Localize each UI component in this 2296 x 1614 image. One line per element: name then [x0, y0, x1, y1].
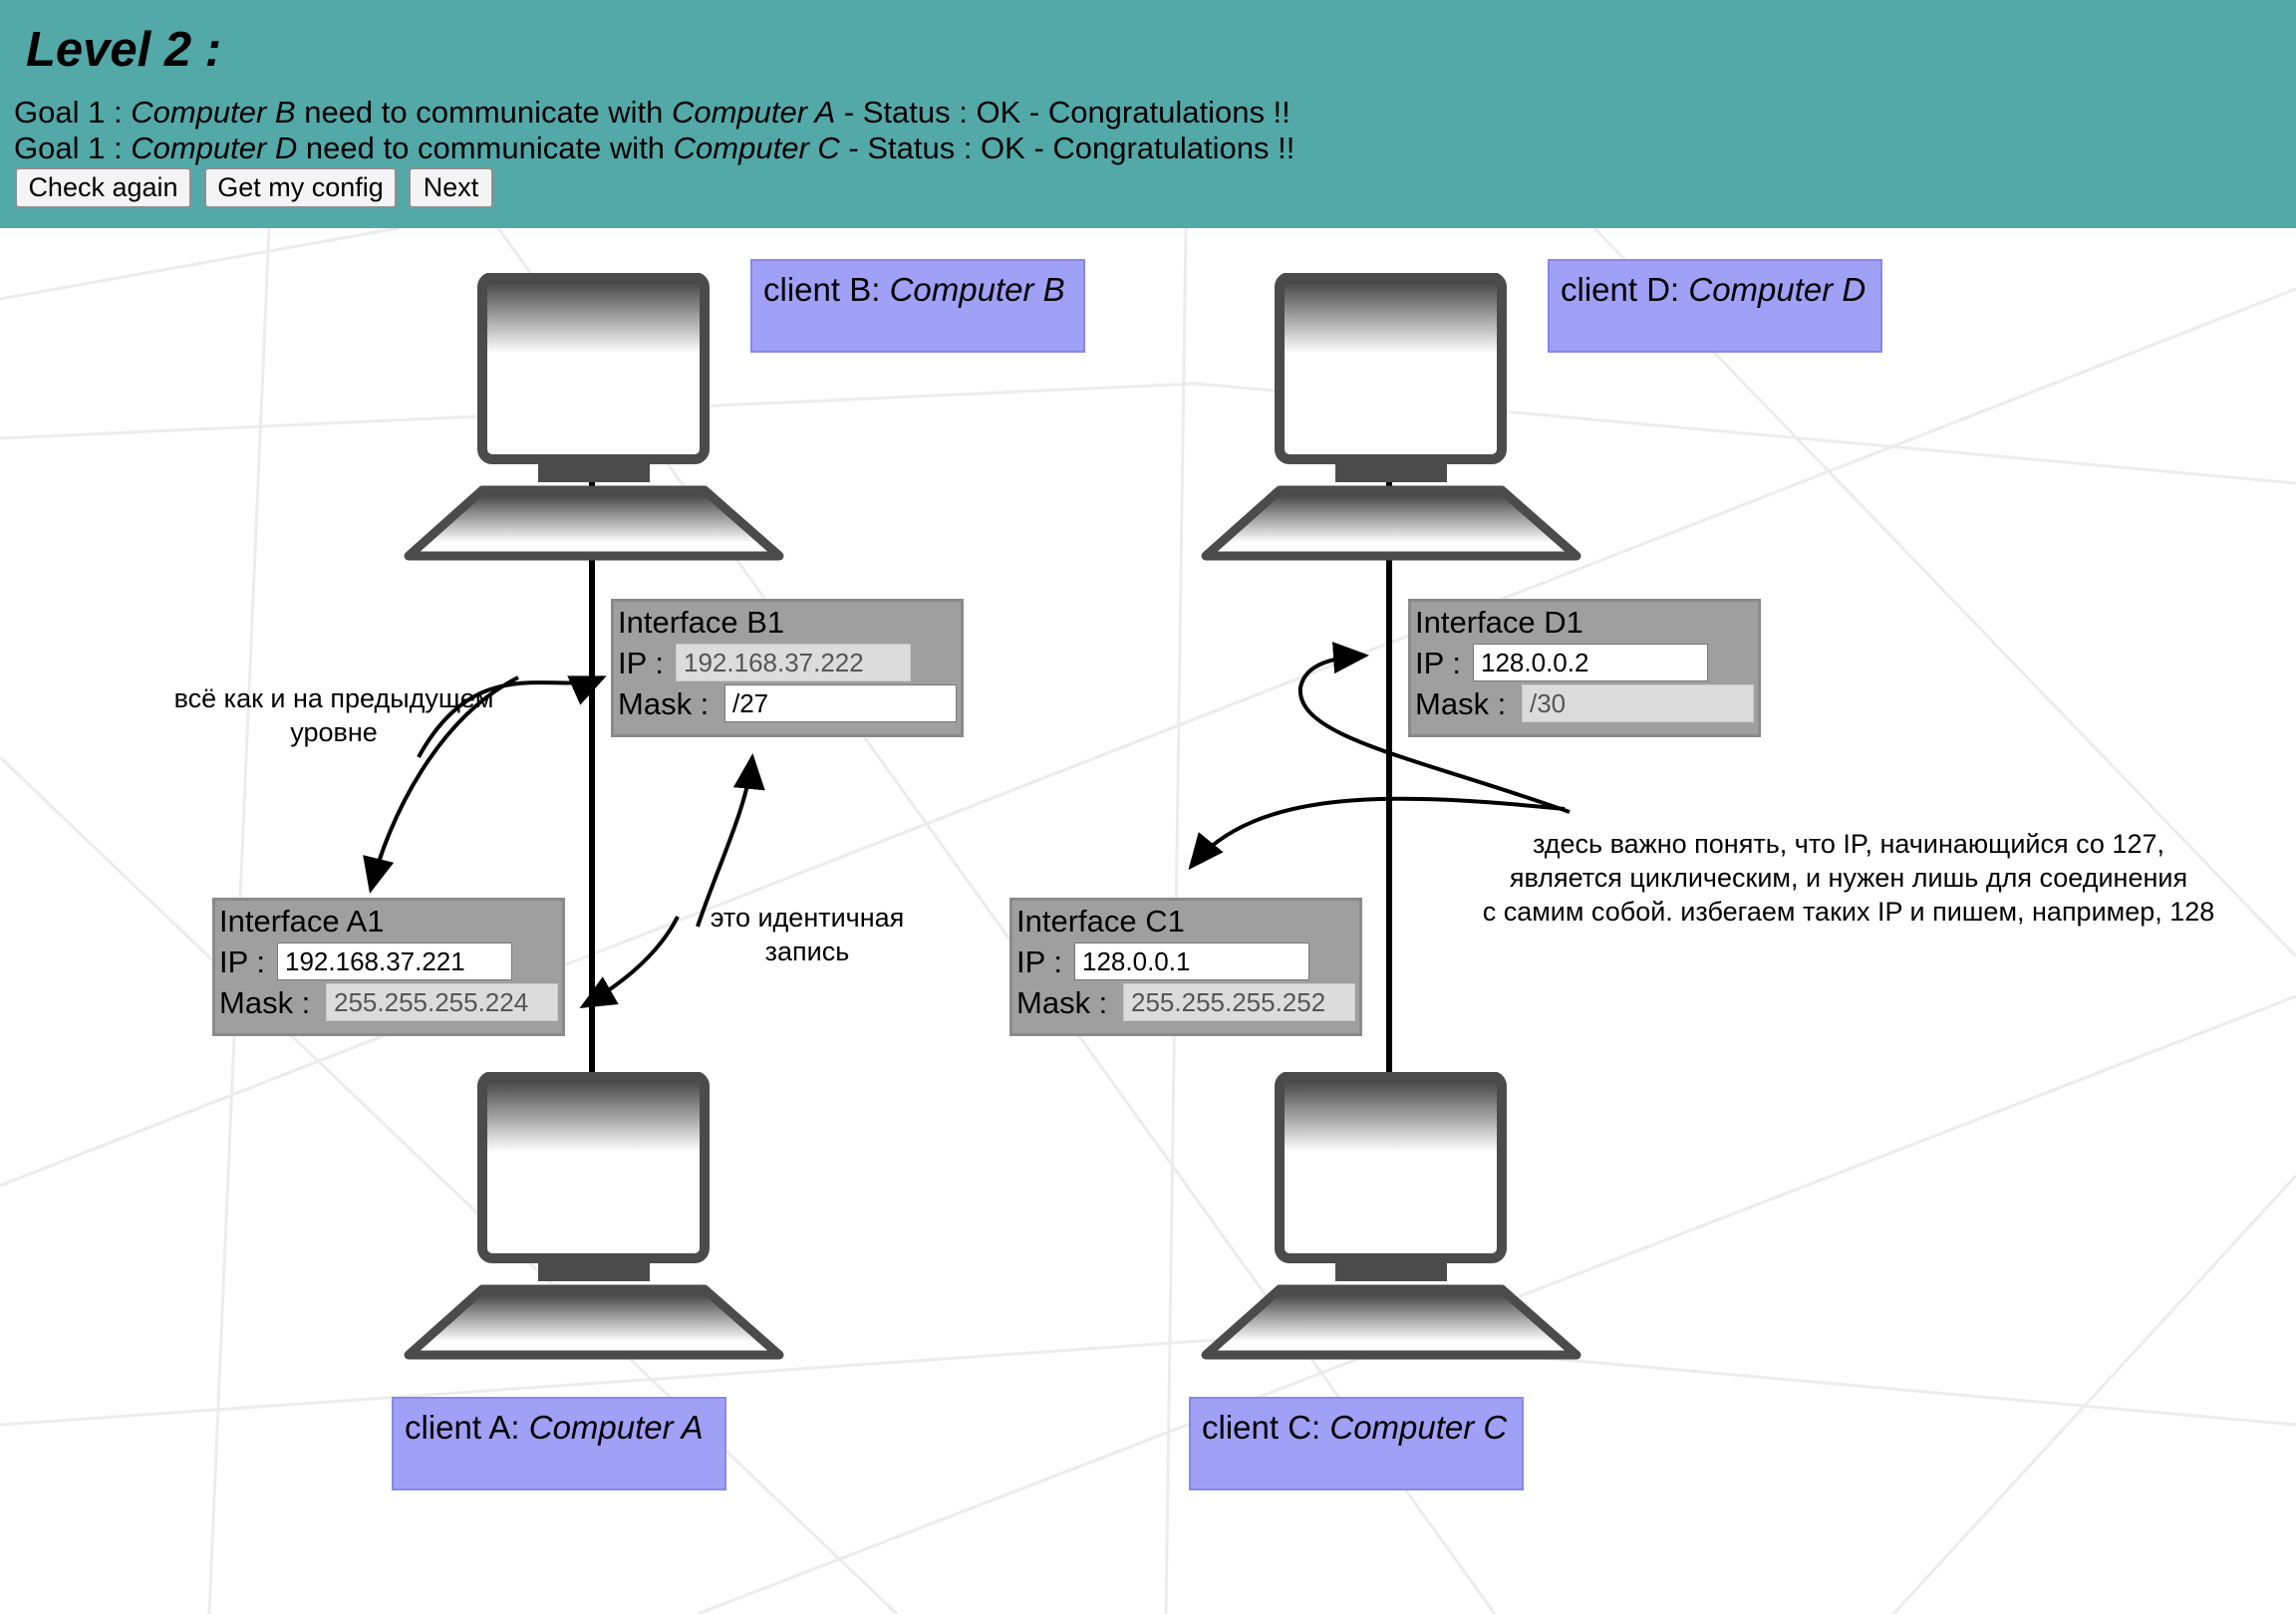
client-c-prefix: client C:	[1202, 1409, 1330, 1446]
interface-b1-mask-field[interactable]	[724, 684, 957, 722]
client-d-name: Computer D	[1688, 271, 1866, 308]
goal-status-line: Goal 1 : Computer B need to communicate …	[14, 95, 1291, 131]
goal-status: - Status : OK - Congratulations !!	[839, 131, 1295, 165]
note-line: является циклическим, и нужен лишь для с…	[1509, 863, 2188, 893]
mask-label: Mask :	[1415, 686, 1507, 721]
goal-source: Computer B	[131, 95, 296, 130]
goal-status-line: Goal 1 : Computer D need to communicate …	[14, 131, 1294, 166]
interface-c1-ip-field[interactable]	[1074, 942, 1309, 980]
interface-c1-panel: Interface C1 IP : Mask :	[1009, 898, 1362, 1036]
annotation-arrows	[363, 642, 1571, 1008]
client-b-label: client B: Computer B	[750, 259, 1085, 353]
client-d-prefix: client D:	[1561, 271, 1689, 308]
goal-target: Computer A	[671, 95, 836, 130]
note-line: запись	[764, 937, 850, 966]
annotation-identical: это идентичная запись	[678, 901, 937, 968]
client-d-label: client D: Computer D	[1548, 259, 1882, 353]
check-again-button[interactable]: Check again	[15, 167, 191, 208]
interface-b1-panel: Interface B1 IP : Mask :	[611, 599, 964, 737]
client-c-label: client C: Computer C	[1189, 1397, 1524, 1490]
note-line: уровне	[290, 717, 378, 747]
ip-label: IP :	[618, 646, 664, 680]
interface-d1-mask-field	[1522, 684, 1754, 722]
interface-b1-title: Interface B1	[618, 605, 785, 640]
computer-d-icon	[1201, 273, 1581, 561]
ip-label: IP :	[219, 944, 265, 979]
client-b-name: Computer B	[889, 271, 1065, 308]
goal-target: Computer C	[673, 131, 840, 165]
computer-b-icon	[404, 273, 784, 561]
goal-status: - Status : OK - Congratulations !!	[835, 95, 1291, 130]
interface-d1-panel: Interface D1 IP : Mask :	[1408, 599, 1761, 737]
goal-source: Computer D	[131, 131, 298, 165]
ip-label: IP :	[1016, 944, 1062, 979]
mask-label: Mask :	[1016, 985, 1108, 1020]
annotation-previous-level: всё как и на предыдущем уровне	[140, 681, 528, 749]
client-a-label: client A: Computer A	[392, 1397, 726, 1490]
level-title: Level 2 :	[26, 23, 222, 77]
note-line: всё как и на предыдущем	[173, 683, 494, 713]
note-line: с самим собой. избегаем таких IP и пишем…	[1482, 897, 2215, 927]
interface-d1-title: Interface D1	[1415, 605, 1583, 640]
next-button[interactable]: Next	[409, 167, 493, 208]
goal-middle: need to communicate with	[297, 131, 674, 165]
interface-a1-panel: Interface A1 IP : Mask :	[212, 898, 565, 1036]
computer-a-icon	[404, 1072, 784, 1360]
get-config-button[interactable]: Get my config	[204, 167, 397, 208]
interface-a1-ip-field[interactable]	[277, 942, 512, 980]
goal-prefix: Goal 1 :	[14, 95, 132, 130]
client-b-prefix: client B:	[763, 271, 890, 308]
goal-prefix: Goal 1 :	[14, 131, 132, 165]
client-a-name: Computer A	[528, 1409, 704, 1446]
note-line: здесь важно понять, что IP, начинающийся…	[1533, 829, 2164, 859]
client-c-name: Computer C	[1329, 1409, 1508, 1446]
interface-c1-mask-field	[1123, 983, 1355, 1021]
level-header: Level 2 : Goal 1 : Computer B need to co…	[0, 0, 2296, 228]
interface-c1-title: Interface C1	[1016, 904, 1185, 939]
mask-label: Mask :	[219, 985, 311, 1020]
goal-middle: need to communicate with	[295, 95, 672, 130]
interface-a1-mask-field	[326, 983, 558, 1021]
ip-label: IP :	[1415, 646, 1461, 680]
note-line: это идентичная	[710, 903, 905, 933]
client-a-prefix: client A:	[405, 1409, 529, 1446]
mask-label: Mask :	[618, 686, 710, 721]
annotation-loopback: здесь важно понять, что IP, начинающийся…	[1425, 827, 2272, 929]
interface-a1-title: Interface A1	[219, 904, 385, 939]
interface-d1-ip-field[interactable]	[1473, 644, 1708, 681]
computer-c-icon	[1201, 1072, 1581, 1360]
interface-b1-ip-field	[676, 644, 911, 681]
